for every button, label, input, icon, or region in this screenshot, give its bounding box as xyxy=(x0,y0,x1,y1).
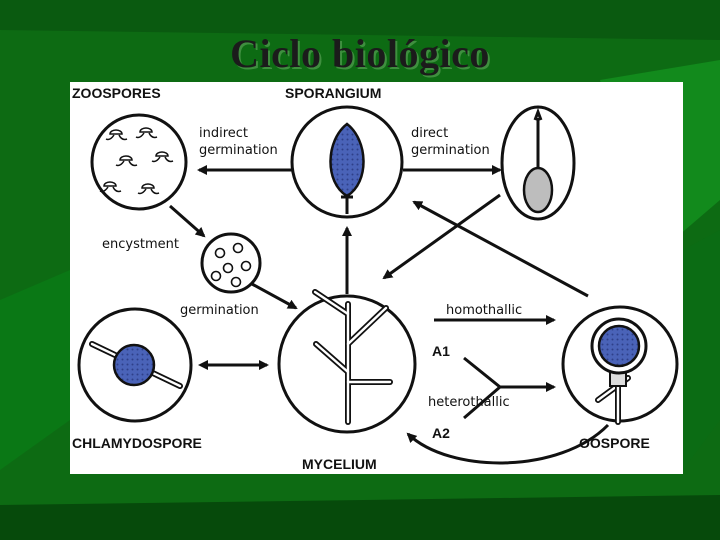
indirect-label: indirect xyxy=(199,126,248,141)
hyphae-icon xyxy=(312,289,393,425)
germination-arrow xyxy=(251,282,298,310)
chlamydospore-label: CHLAMYDOSPORE xyxy=(72,435,202,451)
direct-label: direct xyxy=(411,126,448,141)
sporangium-to-mycelium-arrow xyxy=(382,193,501,280)
oospore-node xyxy=(561,305,679,425)
chlamydospore-node xyxy=(77,307,193,423)
heterothallic-label: heterothallic xyxy=(428,395,510,410)
encysted-zoospores-node xyxy=(200,232,262,294)
sporangium-node xyxy=(290,105,404,219)
oospore-label: OOSPORE xyxy=(579,435,650,451)
zoospores-label: ZOOSPORES xyxy=(72,85,161,101)
diagram-panel: ZOOSPORES SPORANGIUM CHLAMYDOSPORE MYCEL… xyxy=(70,82,683,474)
mycelium-node xyxy=(277,289,417,434)
homothallic-label: homothallic xyxy=(446,303,522,318)
sporangium-label: SPORANGIUM xyxy=(285,85,381,101)
germinating-sporangium-node xyxy=(500,105,576,221)
encystment-label: encystment xyxy=(102,237,179,252)
encystment-arrow xyxy=(169,204,206,238)
heterothallic-arrow xyxy=(463,356,556,392)
slide-title: Ciclo biológico xyxy=(230,31,490,76)
a1-label: A1 xyxy=(432,343,450,359)
oospore-to-mycelium-arrow xyxy=(406,423,610,465)
a2-label: A2 xyxy=(432,425,450,441)
a2-join-line xyxy=(463,385,501,420)
germination-label: germination xyxy=(180,303,259,318)
mycelium-label: MYCELIUM xyxy=(302,456,377,472)
oospore-to-sporangium-arrow xyxy=(412,200,589,298)
zoospores-node xyxy=(90,113,188,211)
direct-germination-label: germination xyxy=(411,143,490,158)
indirect-germination-label: germination xyxy=(199,143,278,158)
life-cycle-diagram: ZOOSPORES SPORANGIUM CHLAMYDOSPORE MYCEL… xyxy=(72,85,679,472)
zoospore-icon xyxy=(99,127,174,195)
